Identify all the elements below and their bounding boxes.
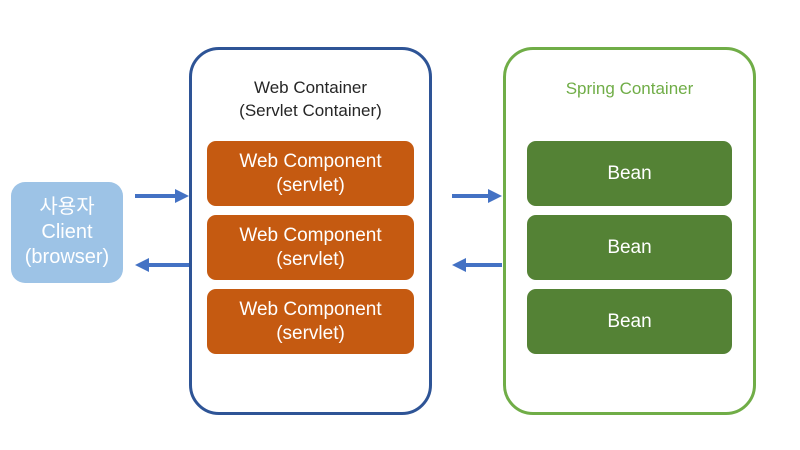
bean-box[interactable]: Bean (527, 289, 732, 354)
bean-box[interactable]: Bean (527, 141, 732, 206)
web-component-label: Web Component (239, 298, 382, 320)
arrow-spring-to-web (452, 257, 502, 273)
web-component-stack: Web Component (servlet) Web Component (s… (192, 141, 429, 363)
spring-container-title: Spring Container (565, 79, 694, 98)
bean-label: Bean (607, 236, 652, 258)
web-container-title: Web Container (Servlet Container) (192, 76, 429, 122)
web-component-box[interactable]: Web Component (servlet) (207, 215, 414, 280)
web-component-label: Web Component (239, 224, 382, 246)
spring-container: Spring Container Bean Bean Bean (503, 47, 756, 415)
web-component-sublabel: (servlet) (276, 248, 345, 270)
client-label-browser: (browser) (24, 246, 110, 268)
client-box: 사용자 Client (browser) (11, 182, 123, 283)
arrow-web-to-spring (452, 188, 502, 204)
bean-label: Bean (607, 310, 652, 332)
arrow-client-to-web (135, 188, 189, 204)
bean-label: Bean (607, 162, 652, 184)
bean-stack: Bean Bean Bean (506, 141, 753, 363)
web-component-box[interactable]: Web Component (servlet) (207, 141, 414, 206)
web-container-title-line2: (Servlet Container) (239, 101, 382, 120)
web-component-sublabel: (servlet) (276, 174, 345, 196)
bean-box[interactable]: Bean (527, 215, 732, 280)
web-container-title-line1: Web Container (253, 78, 368, 97)
web-container: Web Container (Servlet Container) Web Co… (189, 47, 432, 415)
arrow-web-to-client (135, 257, 189, 273)
client-label-client: Client (41, 221, 93, 243)
web-component-box[interactable]: Web Component (servlet) (207, 289, 414, 354)
web-component-sublabel: (servlet) (276, 322, 345, 344)
web-component-label: Web Component (239, 150, 382, 172)
client-label-user: 사용자 (39, 196, 95, 218)
